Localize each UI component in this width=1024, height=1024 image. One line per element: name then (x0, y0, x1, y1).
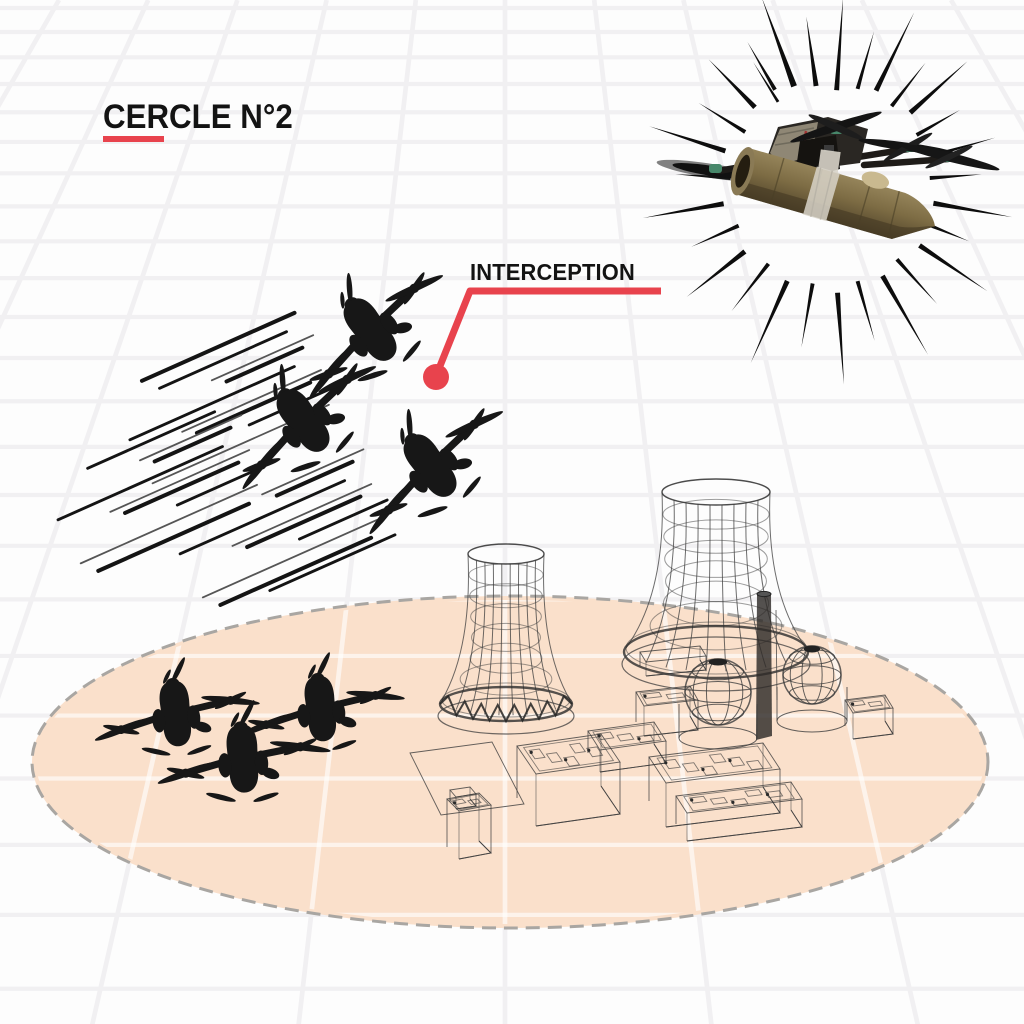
chimney-icon (756, 590, 778, 740)
interceptor-drone-swarm-icon (56, 227, 532, 607)
drone-rotors (709, 111, 1000, 173)
speed-lines-icon (56, 410, 267, 573)
nuclear-plant-wireframe-icon (409, 478, 894, 860)
callout-dot (423, 364, 449, 390)
protection-zone-ellipse (32, 596, 988, 928)
speed-lines-icon (178, 448, 397, 607)
plant-buildings-wireframe (409, 645, 894, 860)
interception-callout-line (423, 287, 661, 390)
impact-burst-lines-icon (642, 0, 1013, 385)
hostile-fpv-drone-with-warhead-icon (642, 0, 1013, 385)
title-underline (103, 136, 164, 142)
interception-label: INTERCEPTION (470, 259, 635, 285)
cooling-tower-icon (621, 478, 811, 692)
speed-lines-icon (128, 310, 339, 485)
reactor-sphere-icon (776, 645, 848, 733)
warhead-shell (730, 147, 935, 239)
cooling-tower-icon (437, 543, 575, 735)
page-title: CERCLE N°2 (103, 98, 293, 136)
